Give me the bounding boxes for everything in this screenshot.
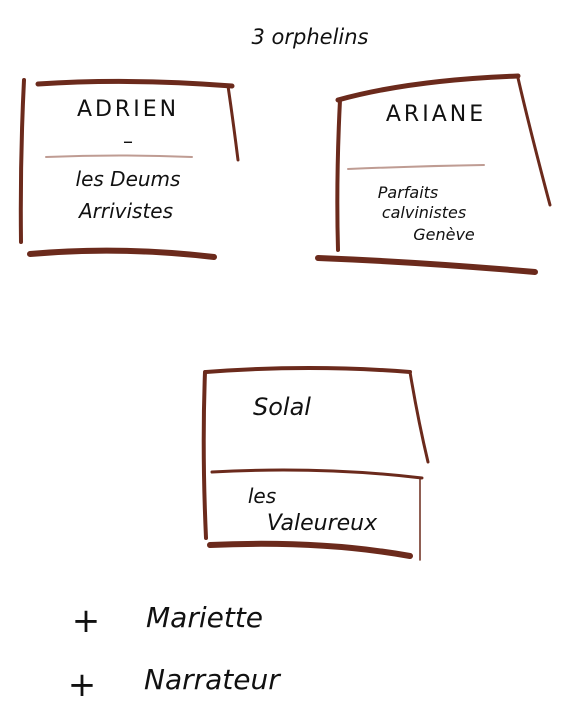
box-divider [210,468,424,480]
character-name: ADRIEN [77,97,179,122]
box-divider [45,154,193,158]
character-box-ariane: ARIANE Parfaits calvinistes Genève [315,73,552,275]
extra-character-mariette: + Mariette [72,601,263,641]
box-border-bottom [207,540,413,559]
character-box-adrien: ADRIEN – les Deums Arrivistes [18,78,240,260]
box-divider [347,164,485,170]
group-line-2: Valeureux [267,511,378,536]
group-line-2: calvinistes [382,203,466,222]
character-name: ARIANE [386,102,486,127]
group-line-1: les Deums [76,167,181,191]
box-border-right [408,370,430,464]
box-border-top [35,78,235,89]
group-line-2: Arrivistes [77,199,173,223]
character-box-solal: Solal les Valeureux [201,366,430,561]
extra-label: Mariette [146,601,263,634]
diagram-title: 3 orphelins [252,25,369,49]
group-line-1: les [248,484,276,508]
box-border-bottom [27,247,217,260]
box-border-top [335,73,521,103]
name-dash: – [123,129,133,153]
extra-character-narrateur: + Narrateur [68,663,281,705]
box-border-bottom [315,255,538,275]
box-border-right [516,76,552,207]
box-border-left [201,370,208,540]
box-border-left [18,78,26,244]
extra-label: Narrateur [144,663,281,696]
box-border-right [226,84,240,162]
box-border-top [204,366,412,374]
character-name: Solal [253,393,311,421]
plus-sign: + [68,665,97,705]
group-line-1: Parfaits [378,183,439,202]
plus-sign: + [72,601,101,641]
group-line-3: Genève [413,225,475,244]
box-border-left [335,98,342,252]
